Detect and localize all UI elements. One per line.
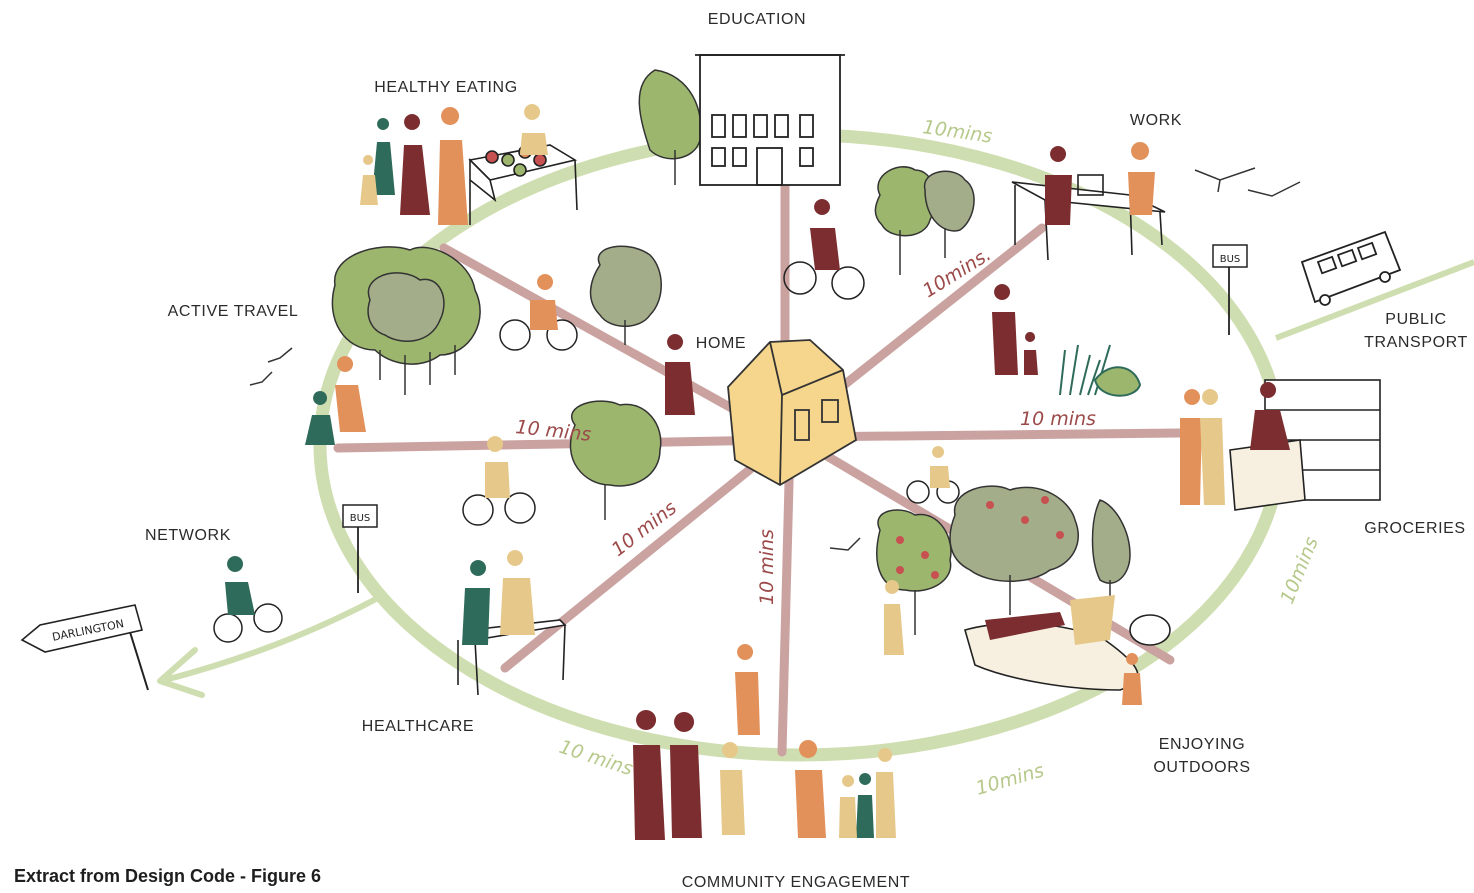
community-person-7 bbox=[839, 775, 857, 838]
bus-stop-left: BUS bbox=[342, 504, 378, 593]
people-near-home bbox=[665, 334, 695, 415]
label-community-engagement: COMMUNITY ENGAGEMENT bbox=[682, 874, 911, 891]
worker-left bbox=[1045, 146, 1072, 225]
darlington-signpost: DARLINGTON bbox=[20, 604, 149, 691]
spoke-active-travel bbox=[333, 435, 785, 453]
shopper-2 bbox=[1200, 389, 1225, 505]
person-eating-1 bbox=[372, 118, 395, 195]
person-eating-3 bbox=[438, 107, 468, 225]
parent-child-walking bbox=[992, 284, 1018, 375]
mins-spoke-community: 10 mins bbox=[756, 529, 778, 605]
label-active-travel: ACTIVE TRAVEL bbox=[168, 303, 299, 320]
market-stall bbox=[468, 144, 578, 225]
label-healthy-eating: HEALTHY EATING bbox=[374, 79, 518, 96]
mins-ring-bottom-left: 10 mins bbox=[556, 736, 635, 780]
bird-4 bbox=[249, 371, 273, 386]
label-public-transport-line-1: PUBLIC bbox=[1385, 311, 1446, 328]
person-eating-child bbox=[360, 155, 378, 205]
child-running bbox=[1122, 653, 1142, 705]
network-arrowhead bbox=[157, 647, 205, 698]
label-network: NETWORK bbox=[145, 527, 231, 544]
community-person-4 bbox=[795, 740, 826, 838]
school-building bbox=[695, 54, 845, 186]
community-person-2 bbox=[670, 712, 702, 838]
grass-patch bbox=[1059, 344, 1142, 397]
network-arrow bbox=[164, 595, 380, 683]
bus-icon bbox=[1300, 230, 1402, 306]
home-house bbox=[727, 339, 857, 487]
label-enjoying-outdoors-line-1: ENJOYING bbox=[1159, 736, 1246, 753]
shop-assistant bbox=[1250, 382, 1290, 450]
spoke-groceries bbox=[795, 428, 1185, 442]
bird-2 bbox=[1247, 181, 1301, 197]
bus-sign-text: BUS bbox=[1220, 254, 1241, 265]
tree-cluster-active-travel bbox=[331, 246, 481, 395]
cyclist-center-left bbox=[462, 436, 536, 526]
cyclist-outdoors bbox=[906, 446, 960, 504]
worker-right bbox=[1128, 142, 1155, 215]
spoke-community bbox=[777, 440, 795, 757]
label-education: EDUCATION bbox=[708, 11, 806, 28]
label-work: WORK bbox=[1130, 112, 1182, 129]
spoke-healthcare bbox=[500, 440, 785, 673]
community-person-6 bbox=[876, 748, 896, 838]
child-walking bbox=[1024, 332, 1038, 375]
label-home: HOME bbox=[696, 335, 746, 352]
guitarist bbox=[735, 644, 760, 735]
bus-stop-right: BUS bbox=[1212, 244, 1248, 335]
cyclists bbox=[213, 199, 960, 643]
mins-ring-right: 10mins bbox=[1276, 534, 1323, 607]
bird-1 bbox=[1194, 167, 1256, 193]
walker-active-travel bbox=[335, 356, 366, 432]
cyclist-active-travel bbox=[499, 274, 578, 351]
wheelchair-user bbox=[305, 391, 335, 445]
spoke-healthy-eating bbox=[439, 243, 785, 440]
label-groceries: GROCERIES bbox=[1364, 520, 1465, 537]
bus-sign-text-left: BUS bbox=[350, 513, 371, 524]
health-patient bbox=[500, 550, 535, 635]
grocery-shelves bbox=[1229, 379, 1381, 511]
tree-orchard bbox=[876, 485, 1079, 635]
picnic-person-2 bbox=[1070, 595, 1115, 645]
health-worker bbox=[462, 560, 490, 645]
bird-5 bbox=[829, 537, 861, 551]
mins-ring-bottom-right: 10mins bbox=[973, 759, 1046, 799]
stall-vendor bbox=[520, 104, 548, 155]
tree-center-mid bbox=[569, 400, 662, 520]
cyclist-network bbox=[213, 556, 283, 643]
label-enjoying-outdoors-line-2: OUTDOORS bbox=[1153, 759, 1250, 776]
tree-center-left bbox=[589, 245, 662, 345]
community-person-5 bbox=[856, 773, 874, 838]
public-transport-connector bbox=[1274, 259, 1474, 341]
label-public-transport-line-2: TRANSPORT bbox=[1364, 334, 1468, 351]
community-person-1 bbox=[633, 710, 665, 840]
people bbox=[305, 104, 1290, 840]
mins-spoke-groceries: 10 mins bbox=[1020, 408, 1096, 430]
tree-education bbox=[638, 69, 702, 185]
destination-labels: EDUCATION HEALTHY EATING WORK ACTIVE TRA… bbox=[145, 11, 1468, 891]
trees bbox=[331, 69, 1131, 635]
person-eating-2 bbox=[400, 114, 430, 215]
birds bbox=[249, 167, 1301, 551]
bird-3 bbox=[267, 347, 293, 363]
picnic-person-1 bbox=[985, 612, 1065, 640]
cyclist-education bbox=[783, 199, 865, 300]
picker-person bbox=[884, 580, 904, 655]
figure-caption: Extract from Design Code - Figure 6 bbox=[14, 866, 322, 886]
label-healthcare: HEALTHCARE bbox=[362, 718, 474, 735]
community-person-3 bbox=[720, 742, 745, 835]
tree-pair-work bbox=[874, 166, 975, 275]
shopper-1 bbox=[1180, 389, 1202, 505]
